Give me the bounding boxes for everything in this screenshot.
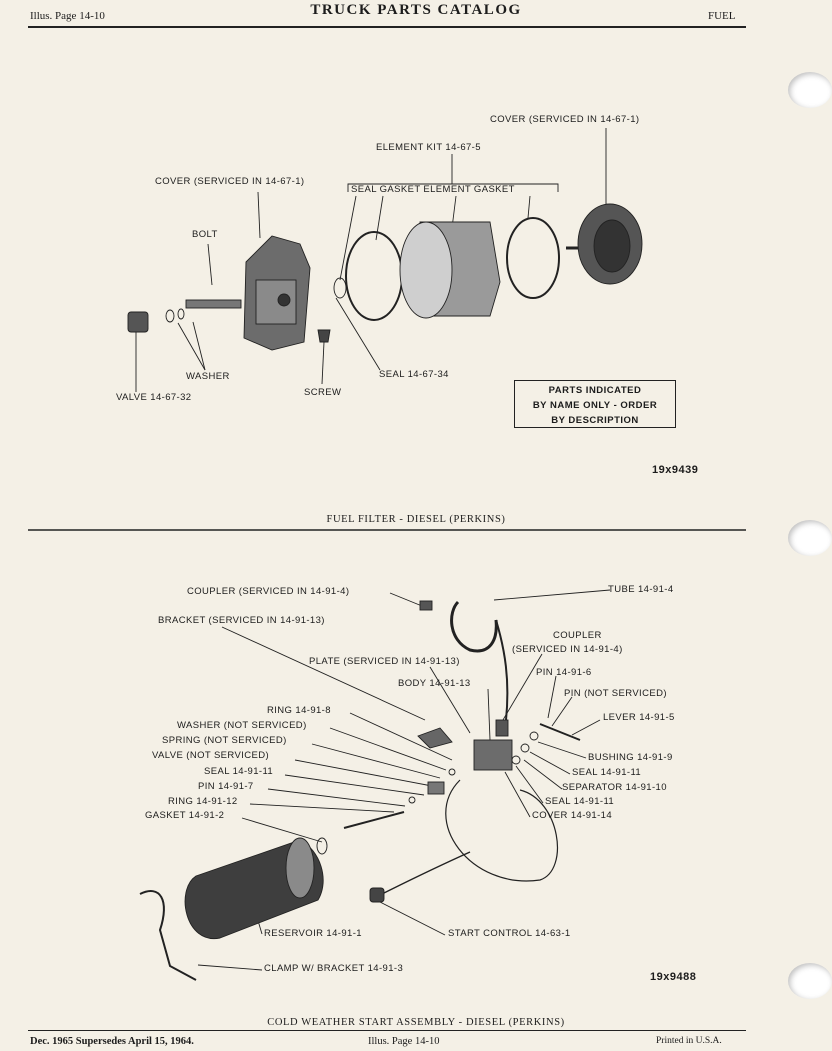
header-page-ref: Illus. Page 14-10 — [30, 10, 105, 22]
header-rule — [28, 26, 746, 28]
label-spring-not-serviced: SPRING (NOT SERVICED) — [162, 735, 287, 746]
figure-caption: COLD WEATHER START ASSEMBLY - DIESEL (PE… — [267, 1017, 565, 1028]
footer-rule — [28, 1030, 746, 1031]
footer-page-ref: Illus. Page 14-10 — [368, 1036, 440, 1047]
footer-printed: Printed in U.S.A. — [656, 1036, 722, 1046]
label-seal-11-left: SEAL 14-91-11 — [204, 766, 274, 777]
label-bushing: BUSHING 14-91-9 — [588, 752, 673, 763]
footer-date: Dec. 1965 Supersedes April 15, 1964. — [30, 1036, 194, 1047]
binder-hole — [788, 72, 832, 108]
label-bolt: BOLT — [192, 229, 218, 240]
label-washer-not-serviced: WASHER (NOT SERVICED) — [177, 720, 307, 731]
label-ring-12: RING 14-91-12 — [168, 796, 238, 807]
label-pin-not-serviced: PIN (NOT SERVICED) — [564, 688, 667, 699]
note-line: BY DESCRIPTION — [551, 415, 639, 426]
figure-number: 19x9439 — [652, 464, 699, 476]
parts-note-box: PARTS INDICATED BY NAME ONLY - ORDER BY … — [514, 380, 676, 428]
label-kit-contents: SEAL GASKET ELEMENT GASKET — [351, 184, 515, 195]
label-washer: WASHER — [186, 371, 230, 382]
label-ring-8: RING 14-91-8 — [267, 705, 331, 716]
label-clamp: CLAMP W/ BRACKET 14-91-3 — [264, 963, 404, 974]
label-seal-11-middle: SEAL 14-91-11 — [545, 796, 615, 807]
label-start-control: START CONTROL 14-63-1 — [448, 928, 571, 939]
page-title: TRUCK PARTS CATALOG — [310, 2, 522, 18]
label-seal-11-right: SEAL 14-91-11 — [572, 767, 642, 778]
header-section: FUEL — [708, 10, 736, 22]
label-plate: PLATE (SERVICED IN 14-91-13) — [309, 656, 460, 667]
label-bracket: BRACKET (SERVICED IN 14-91-13) — [158, 615, 325, 626]
label-lever: LEVER 14-91-5 — [603, 712, 675, 723]
figure-number: 19x9488 — [650, 971, 697, 983]
label-separator: SEPARATOR 14-91-10 — [562, 782, 667, 793]
label-tube: TUBE 14-91-4 — [608, 584, 674, 595]
label-coupler2-note: (SERVICED IN 14-91-4) — [512, 644, 623, 655]
label-reservoir: RESERVOIR 14-91-1 — [264, 928, 362, 939]
label-cover-left: COVER (SERVICED IN 14-67-1) — [155, 176, 305, 187]
label-valve: VALVE 14-67-32 — [116, 392, 192, 403]
label-cover-right: COVER (SERVICED IN 14-67-1) — [490, 114, 640, 125]
label-screw: SCREW — [304, 387, 342, 398]
label-coupler-top: COUPLER (SERVICED IN 14-91-4) — [187, 586, 350, 597]
figure-caption: FUEL FILTER - DIESEL (PERKINS) — [326, 514, 506, 525]
note-line: BY NAME ONLY - ORDER — [532, 400, 658, 411]
label-element-kit: ELEMENT KIT 14-67-5 — [376, 142, 481, 153]
binder-hole — [788, 963, 832, 999]
note-line: PARTS INDICATED — [548, 385, 642, 396]
label-gasket: GASKET 14-91-2 — [145, 810, 225, 821]
label-valve-not-serviced: VALVE (NOT SERVICED) — [152, 750, 270, 761]
label-coupler2: COUPLER — [553, 630, 602, 641]
label-seal: SEAL 14-67-34 — [379, 369, 449, 380]
label-pin-7: PIN 14-91-7 — [198, 781, 254, 792]
binder-hole — [788, 520, 832, 556]
label-cover-14: COVER 14-91-14 — [532, 810, 613, 821]
label-pin-6: PIN 14-91-6 — [536, 667, 592, 678]
label-body: BODY 14-91-13 — [398, 678, 471, 689]
